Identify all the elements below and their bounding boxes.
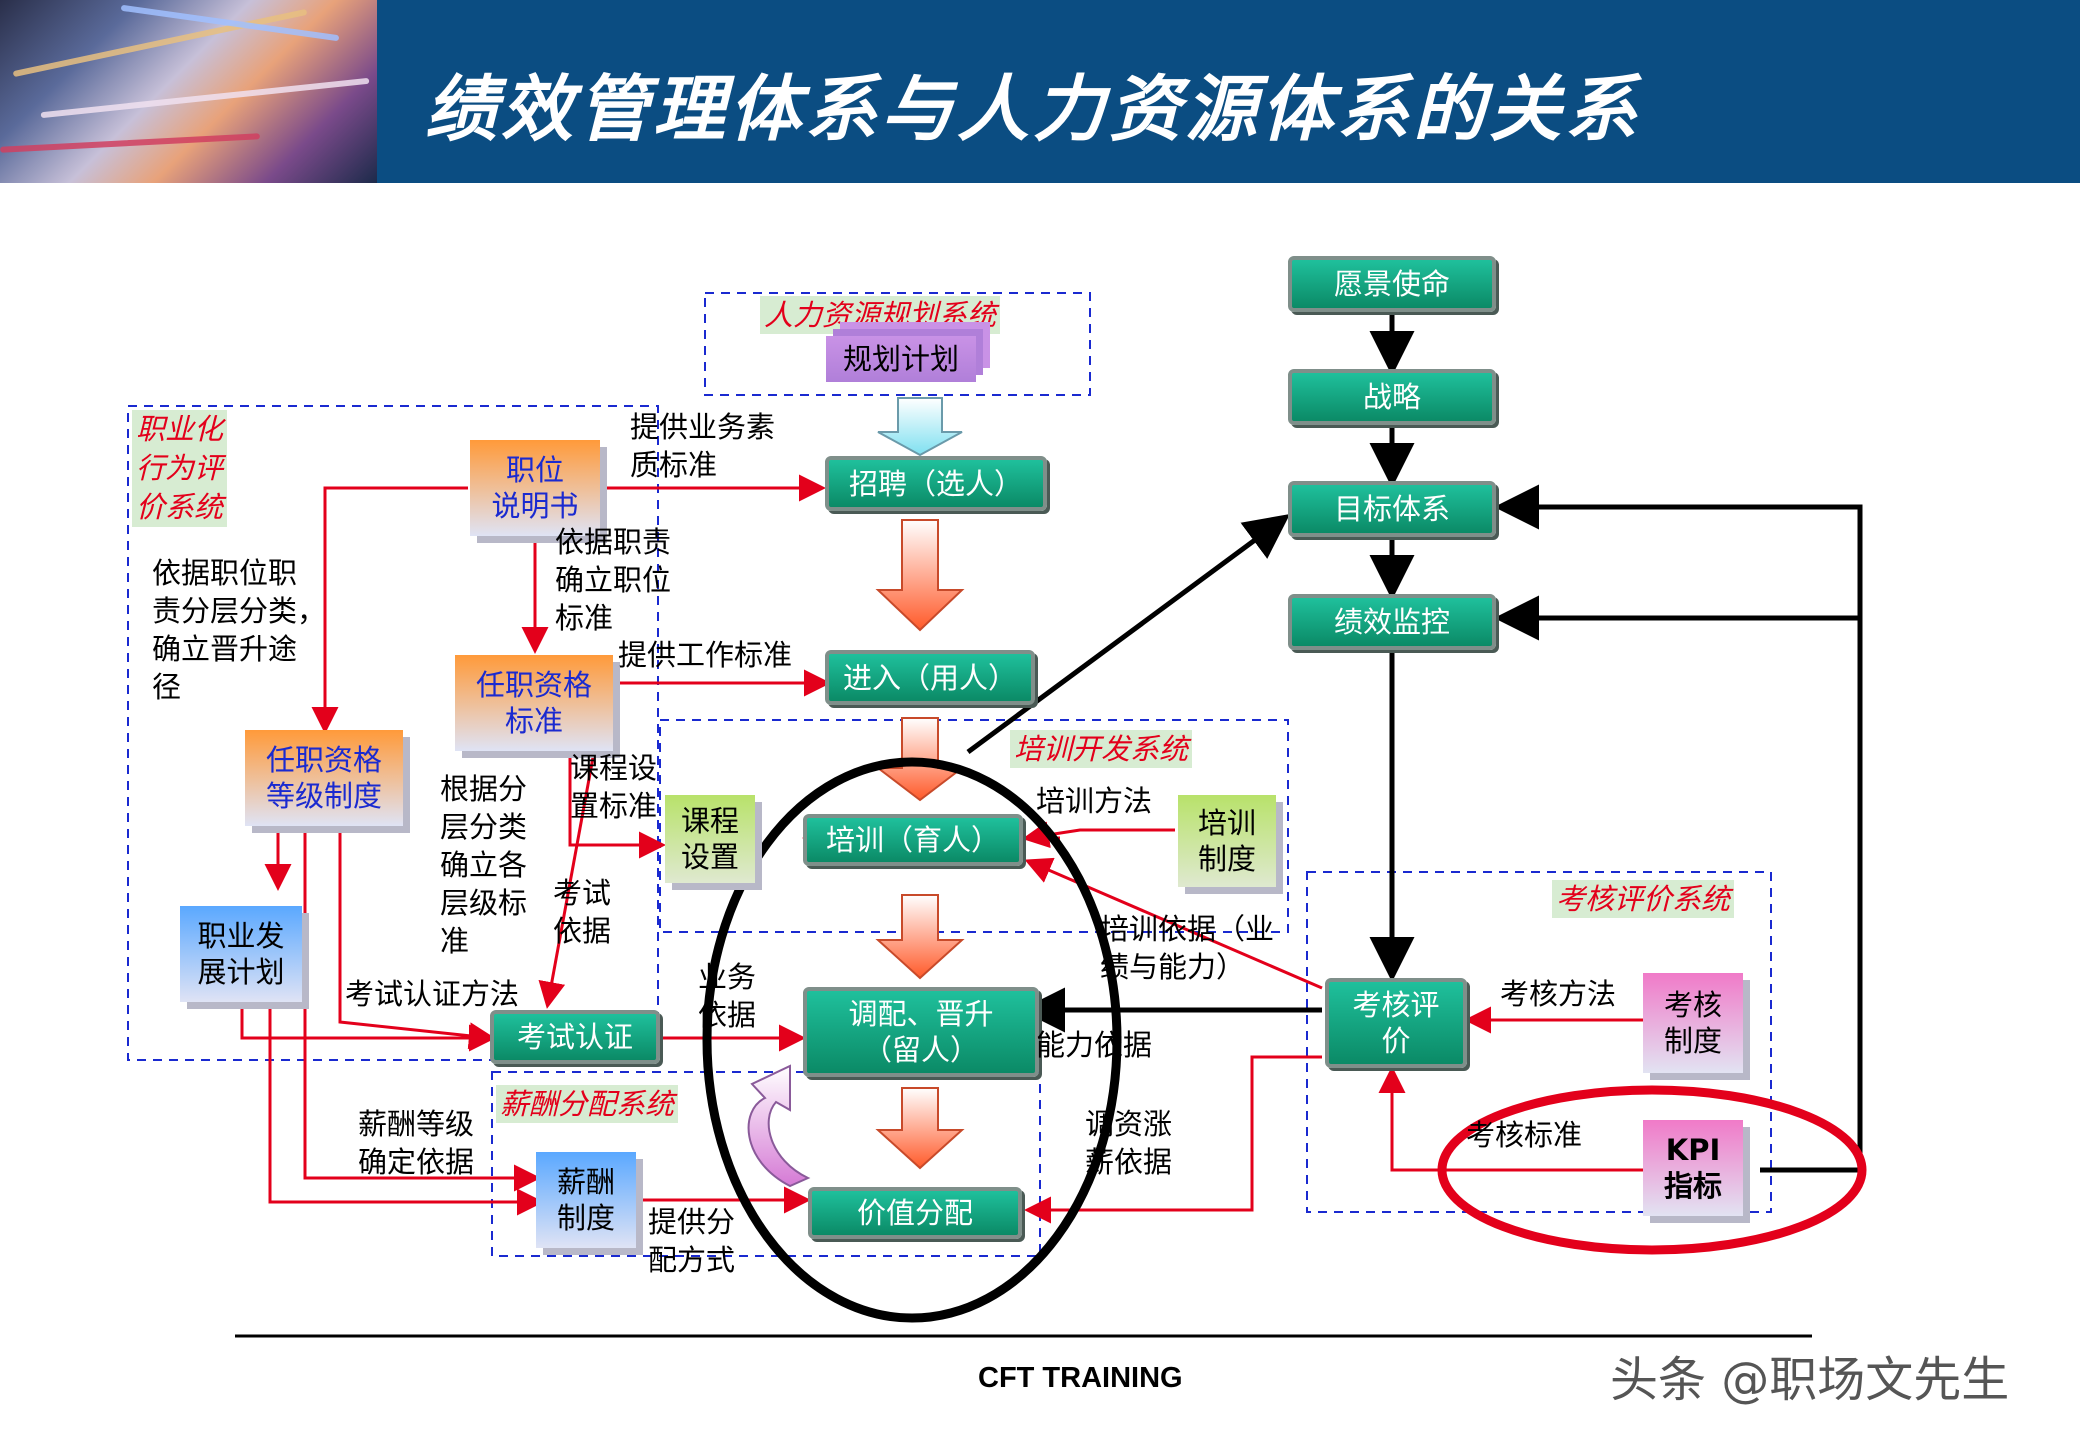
qual-std-doc[interactable]: 任职资格 标准 <box>455 655 613 751</box>
label-assess-std: 考核标准 <box>1466 1118 1583 1152</box>
label-train-basis: 培训依据（业 绩与能力） <box>1100 912 1275 984</box>
salary-region <box>491 1071 1041 1257</box>
career-region <box>127 405 659 1061</box>
system-career: 职业化 行为评 价系统 <box>132 410 228 527</box>
label-salary-grade: 薪酬等级 确定依据 <box>358 1107 475 1179</box>
assess-sys-doc[interactable]: 考核 制度 <box>1643 973 1743 1073</box>
arrow-deploy-value <box>875 1087 965 1170</box>
label-exam-method: 考试认证方法 <box>345 977 520 1011</box>
entry-box[interactable]: 进入（用人） <box>825 650 1035 705</box>
label-assess-method: 考核方法 <box>1500 977 1617 1011</box>
page-title: 绩效管理体系与人力资源体系的关系 <box>425 66 1642 151</box>
vision-box[interactable]: 愿景使命 <box>1288 256 1496 312</box>
qual-grade-doc[interactable]: 任职资格 等级制度 <box>245 730 403 826</box>
watermark: 头条 @职场文先生 <box>1610 1352 2010 1408</box>
label-biz-basis: 业务 依据 <box>698 960 757 1032</box>
label-raise-basis: 调资涨 薪依据 <box>1085 1107 1173 1179</box>
job-desc-doc[interactable]: 职位 说明书 <box>470 440 600 536</box>
label-exam-basis: 考试 依据 <box>553 876 612 948</box>
core-process-oval <box>702 757 1122 1323</box>
assessment-region <box>1306 871 1772 1213</box>
career-plan-doc[interactable]: 职业发 展计划 <box>180 906 302 1002</box>
train-box[interactable]: 培训（育人） <box>803 814 1023 866</box>
strategy-box[interactable]: 战略 <box>1288 369 1496 425</box>
system-planning: 人力资源规划系统 <box>760 296 1001 334</box>
label-ability-basis: 能力依据 <box>1036 1028 1153 1062</box>
banner-image <box>0 0 377 183</box>
plan-doc[interactable]: 规划计划 <box>826 336 976 382</box>
footer-text: CFT TRAINING <box>978 1362 1183 1394</box>
label-work-std: 提供工作标准 <box>618 638 793 672</box>
system-training: 培训开发系统 <box>1010 730 1193 768</box>
curve-arrow-value-deploy <box>747 1064 811 1188</box>
salary-sys-doc[interactable]: 薪酬 制度 <box>536 1152 636 1248</box>
value-box[interactable]: 价值分配 <box>808 1187 1022 1239</box>
label-dist-method: 提供分 配方式 <box>648 1205 736 1277</box>
arrow-train-deploy <box>875 894 965 980</box>
course-doc[interactable]: 课程 设置 <box>665 795 755 883</box>
training-region <box>659 719 1289 933</box>
deploy-box[interactable]: 调配、晋升 （留人） <box>803 987 1039 1077</box>
label-by-duty: 依据职责 确立职位 标准 <box>555 525 672 635</box>
arrow-recruit-entry <box>875 519 965 632</box>
label-biz-std: 提供业务素 质标准 <box>630 410 776 482</box>
kpi-highlight-ellipse <box>1437 1085 1867 1255</box>
monitor-box[interactable]: 绩效监控 <box>1288 594 1496 650</box>
recruit-box[interactable]: 招聘（选人） <box>825 456 1047 511</box>
label-by-position: 依据职位职 责分层分类， 确立晋升途 径 <box>152 556 327 704</box>
system-salary: 薪酬分配系统 <box>496 1085 679 1123</box>
header-bar: 绩效管理体系与人力资源体系的关系 <box>0 0 2080 183</box>
exam-box[interactable]: 考试认证 <box>490 1010 660 1064</box>
label-train-method: 培训方法 <box>1036 784 1153 818</box>
evaluate-box[interactable]: 考核评 价 <box>1325 978 1467 1068</box>
planning-region <box>704 292 1091 396</box>
label-by-layer: 根据分 层分类 确立各 层级标 准 <box>440 772 528 958</box>
target-box[interactable]: 目标体系 <box>1288 481 1496 537</box>
label-course-std: 课程设 置标准 <box>570 751 658 823</box>
arrow-plan-recruit <box>877 397 963 457</box>
system-assessment: 考核评价系统 <box>1552 880 1735 918</box>
kpi-doc[interactable]: KPI 指标 <box>1643 1120 1743 1216</box>
train-sys-doc[interactable]: 培训 制度 <box>1178 795 1276 887</box>
